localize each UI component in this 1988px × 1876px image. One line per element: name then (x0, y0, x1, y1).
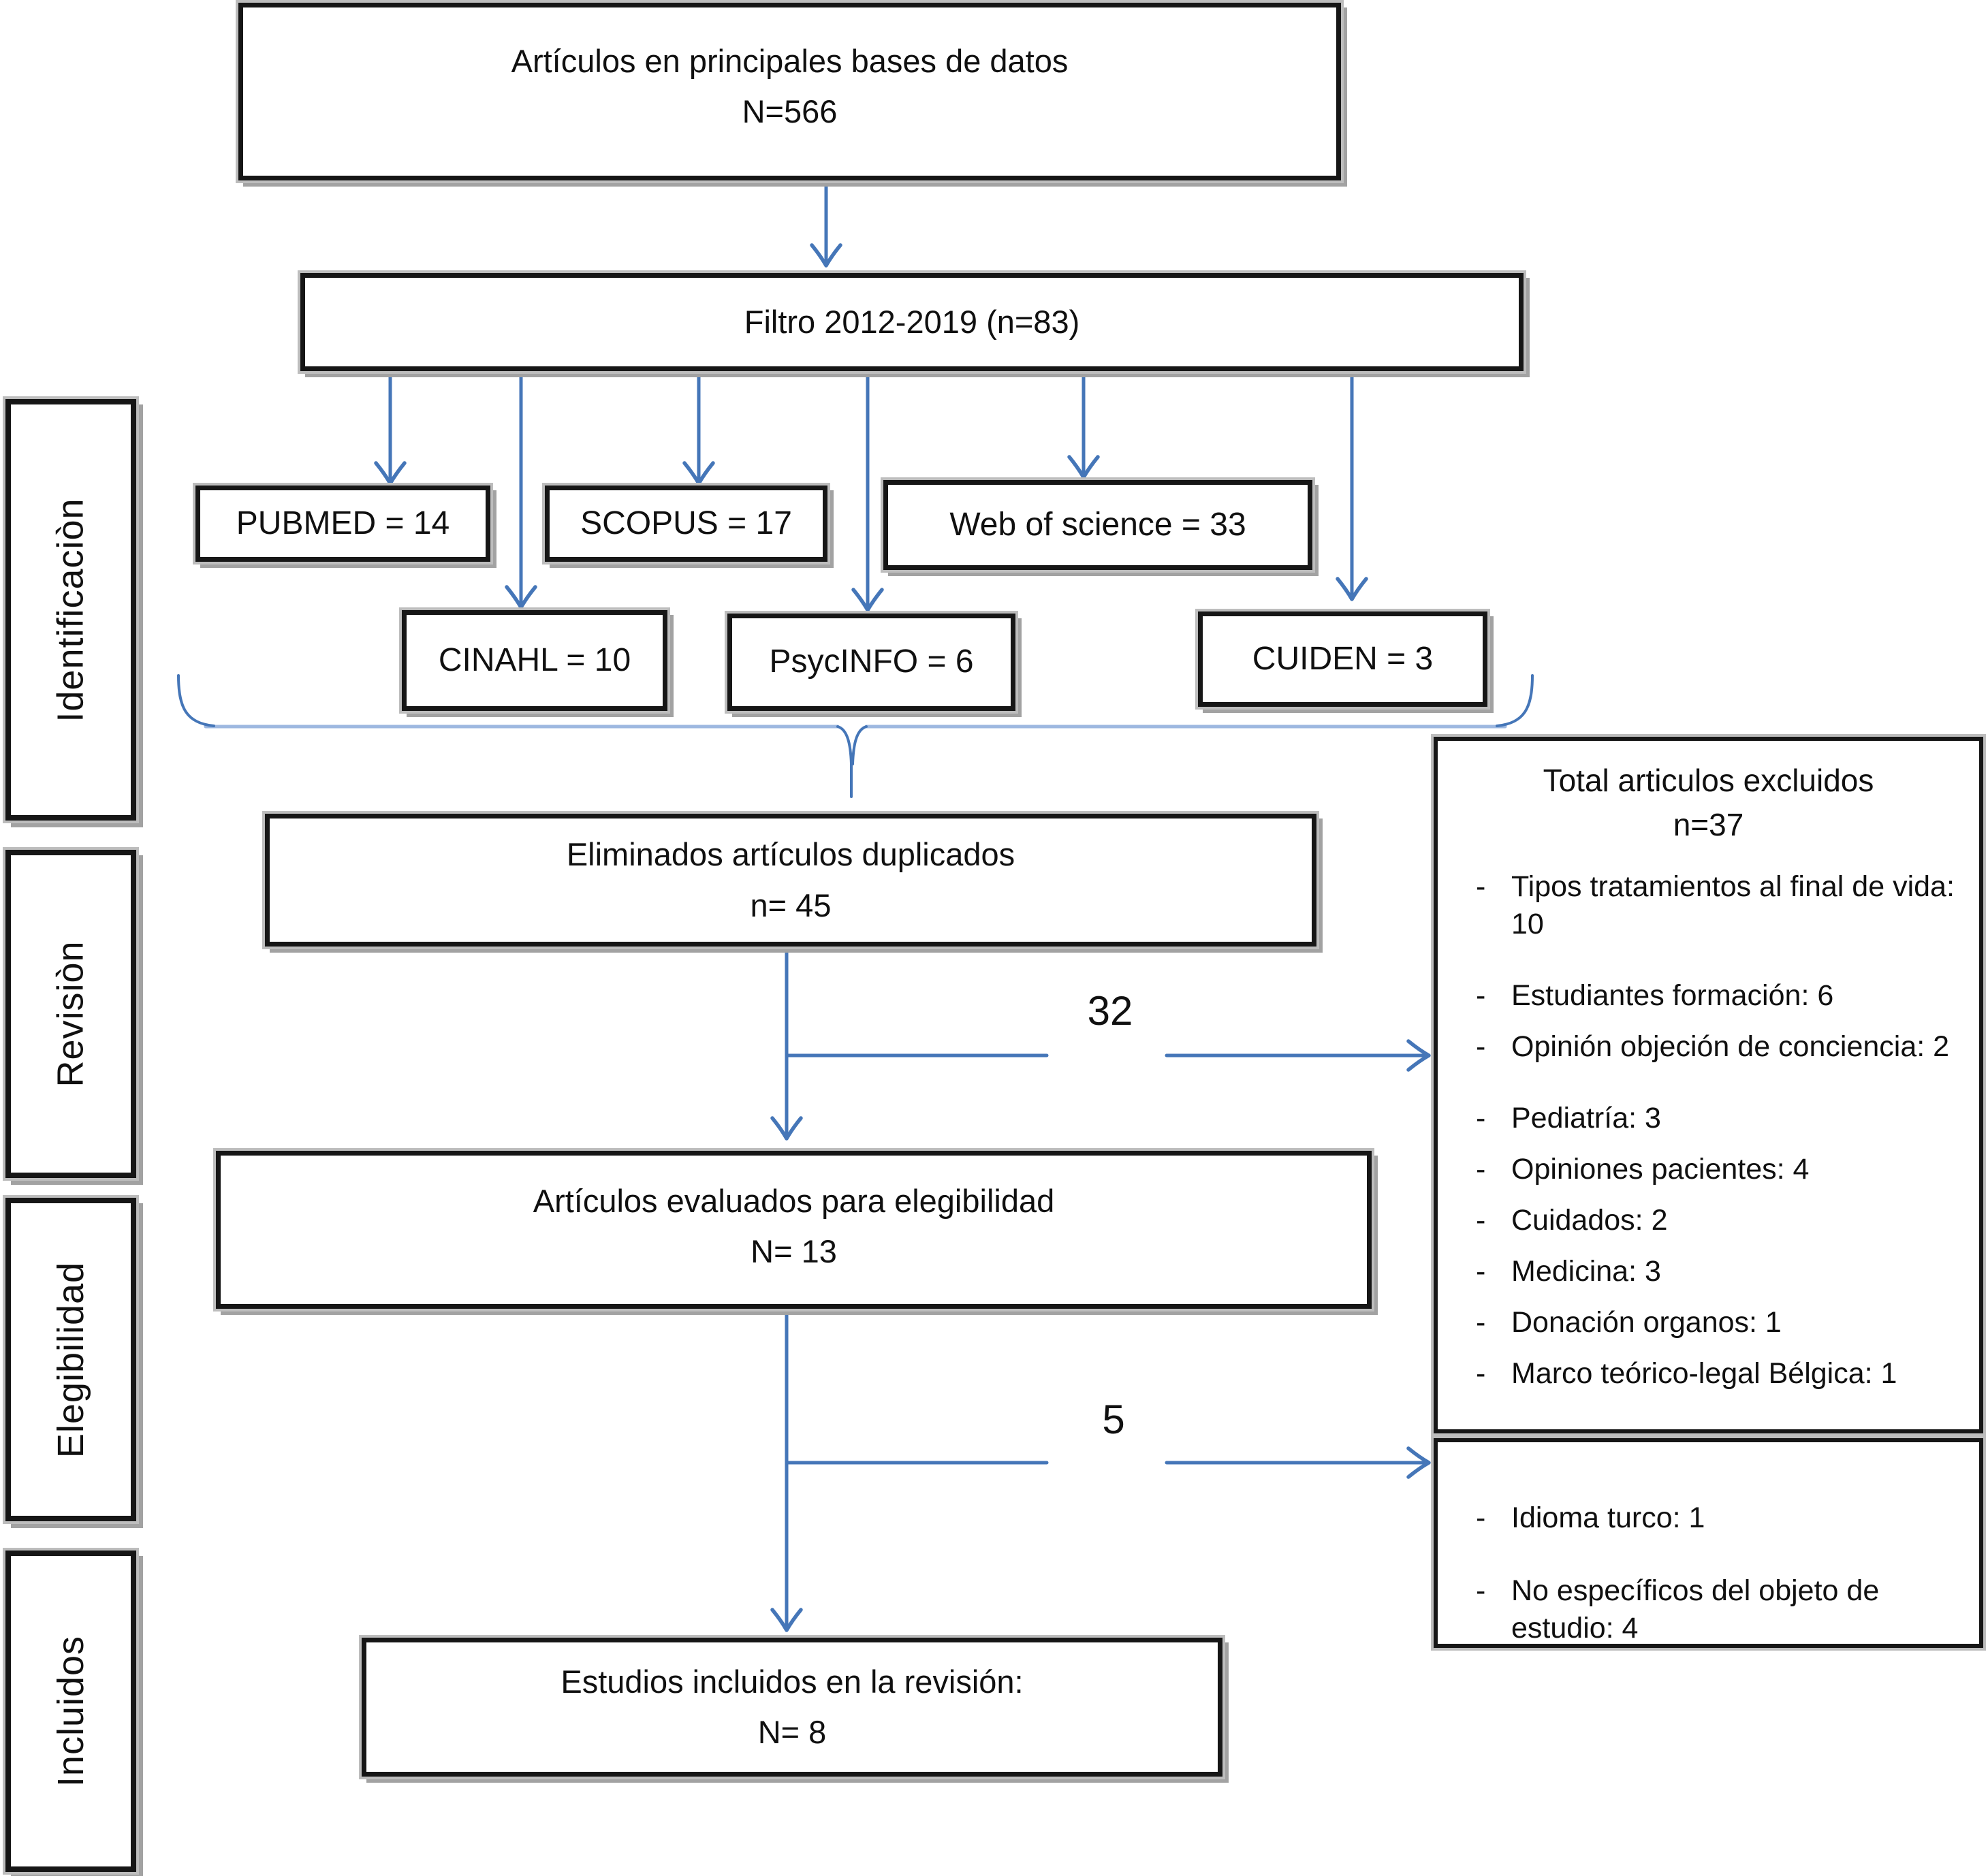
exclusion-item: Tipos tratamientos al final de vida: 10 (1476, 868, 1959, 943)
box-text-line1: Eliminados artículos duplicados (566, 836, 1015, 873)
box-db-pubmed: PUBMED = 14 (195, 486, 490, 562)
stage-box-review: Revisiòn (5, 850, 136, 1178)
flow-count-5: 5 (1102, 1397, 1125, 1442)
db-label: SCOPUS = 17 (580, 505, 792, 541)
box-db-psycinfo: PsycINFO = 6 (727, 614, 1015, 711)
box-text-line1: Filtro 2012-2019 (n=83) (744, 303, 1080, 340)
stage-box-included: Incluidos (5, 1551, 136, 1872)
stage-label: Identificaciòn (50, 497, 92, 722)
arrowhead-down-icon (374, 461, 407, 486)
panel-title-line1: Total articulos excluidos (1543, 763, 1874, 798)
box-text-line1: Estudios incluidos en la revisión: (561, 1663, 1024, 1700)
box-text-line2: N= 13 (751, 1233, 837, 1270)
box-filter: Filtro 2012-2019 (n=83) (300, 273, 1524, 371)
brace-left-hook (177, 674, 215, 727)
arrowhead-down-icon (810, 243, 842, 268)
stage-label: Revisiòn (50, 940, 91, 1087)
arrowhead-down-icon (770, 1608, 803, 1632)
db-label: Web of science = 33 (949, 506, 1246, 543)
exclusion-list: Tipos tratamientos al final de vida: 10 … (1438, 868, 1979, 1393)
box-assessed-eligibility: Artículos evaluados para elegibilidad N=… (216, 1151, 1372, 1309)
exclusion-item: Opiniones pacientes: 4 (1476, 1151, 1959, 1188)
stage-label: Elegibilidad (50, 1261, 92, 1458)
box-text-line2: N=566 (742, 93, 838, 130)
arrowhead-down-icon (1336, 577, 1368, 601)
box-db-wos: Web of science = 33 (883, 480, 1312, 570)
exclusion-item: Medicina: 3 (1476, 1253, 1959, 1290)
box-text-line1: Artículos evaluados para elegibilidad (533, 1183, 1055, 1219)
box-text-line2: N= 8 (757, 1714, 827, 1750)
exclusion-item: Idioma turco: 1 (1476, 1499, 1959, 1537)
stage-box-eligibility: Elegibilidad (5, 1198, 136, 1521)
box-articles-databases: Artículos en principales bases de datos … (238, 3, 1341, 180)
panel-title-line2: n=37 (1673, 807, 1744, 843)
exclusion-list: Idioma turco: 1 No específicos del objet… (1438, 1499, 1979, 1647)
box-duplicates-removed: Eliminados artículos duplicados n= 45 (265, 814, 1316, 947)
db-label: CUIDEN = 3 (1252, 640, 1434, 677)
box-db-scopus: SCOPUS = 17 (545, 486, 827, 562)
stage-box-identification: Identificaciòn (5, 399, 136, 821)
box-db-cinahl: CINAHL = 10 (402, 610, 667, 711)
arrowhead-down-icon (851, 588, 884, 612)
arrowhead-down-icon (505, 585, 537, 609)
exclusion-item: Estudiantes formación: 6 (1476, 977, 1959, 1015)
db-label: PsycINFO = 6 (769, 643, 974, 680)
panel-total-excluded: Total articulos excluidos n=37 Tipos tra… (1434, 737, 1983, 1433)
arrowhead-down-icon (682, 461, 715, 486)
exclusion-item: Donación organos: 1 (1476, 1304, 1959, 1341)
panel-secondary-excluded: Idioma turco: 1 No específicos del objet… (1434, 1438, 1983, 1648)
arrowhead-down-icon (1067, 455, 1100, 479)
arrowhead-right-icon (1406, 1446, 1431, 1479)
brace-center-left (836, 725, 853, 798)
exclusion-item: Pediatría: 3 (1476, 1100, 1959, 1137)
exclusion-item: Cuidados: 2 (1476, 1202, 1959, 1239)
box-db-cuiden: CUIDEN = 3 (1198, 611, 1487, 707)
db-label: PUBMED = 14 (236, 505, 450, 541)
exclusion-item: Marco teórico-legal Bélgica: 1 (1476, 1355, 1959, 1393)
exclusion-item: Opinión objeción de conciencia: 2 (1476, 1028, 1959, 1066)
panel-title: Total articulos excluidos n=37 (1438, 741, 1979, 848)
box-included-studies: Estudios incluidos en la revisión: N= 8 (362, 1638, 1222, 1777)
arrowhead-right-icon (1406, 1039, 1431, 1072)
flow-count-32: 32 (1087, 988, 1133, 1034)
arrowhead-down-icon (770, 1116, 803, 1141)
brace-right-hook (1496, 674, 1534, 727)
exclusion-item: No específicos del objeto de estudio: 4 (1476, 1572, 1959, 1647)
stage-label: Incluidos (50, 1635, 92, 1787)
db-label: CINAHL = 10 (438, 641, 631, 678)
brace-center-right (851, 725, 868, 765)
box-text-line1: Artículos en principales bases de datos (511, 43, 1069, 79)
box-text-line2: n= 45 (750, 887, 832, 923)
